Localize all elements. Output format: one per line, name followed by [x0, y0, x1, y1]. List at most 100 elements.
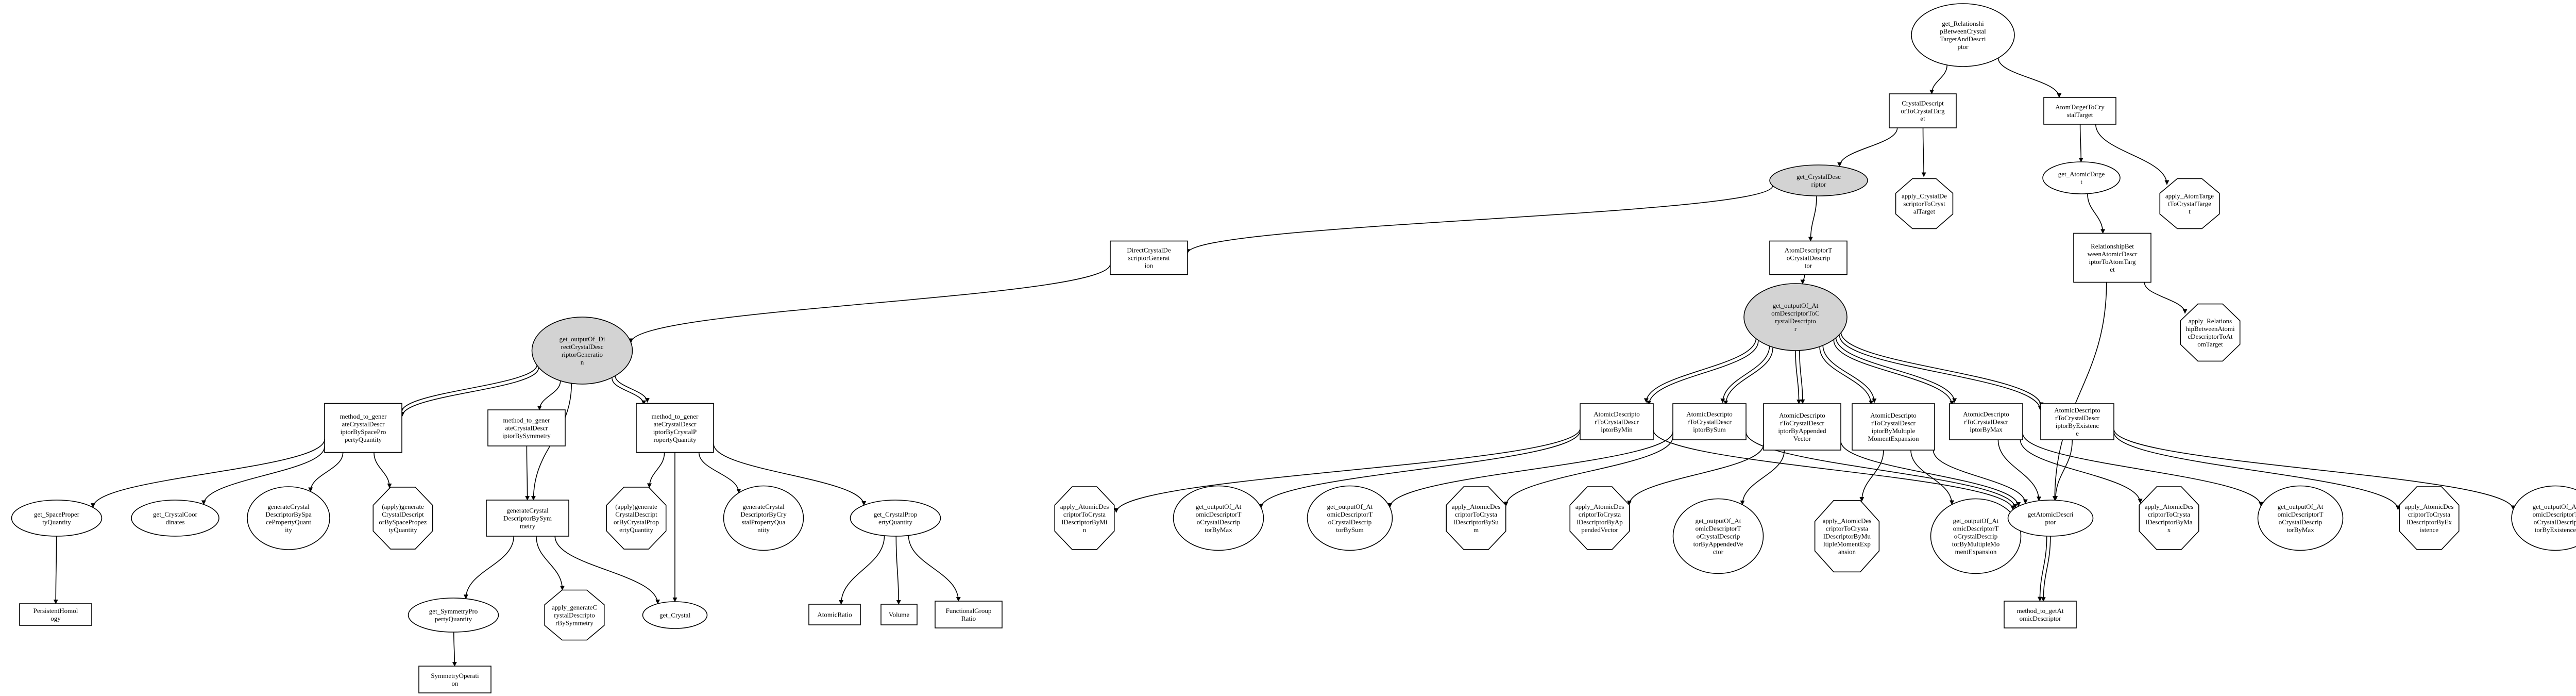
node-ellipse: [408, 598, 499, 633]
node-label-line: ogy: [50, 615, 61, 622]
node-label-line: iptorBySymmetry: [502, 432, 551, 440]
node-label-line: tyQuantity: [42, 518, 71, 526]
node-label-line: get_CrystalCoor: [153, 510, 198, 518]
edge-gat-to-rbad: [2087, 193, 2106, 234]
node-label: get_Crystal: [659, 611, 690, 619]
node-octagon: [1569, 486, 1630, 550]
node-label-line: omicDescriptor: [2020, 615, 2062, 622]
node-label-line: rToCrystalDescr: [1687, 418, 1732, 426]
node-label-line: apply_AtomicDes: [2145, 503, 2194, 510]
node-label-line: method_to_gener: [503, 417, 551, 424]
node-label-line: get_outputOf_Di: [560, 335, 605, 343]
node-label-line: ptor: [1958, 43, 1969, 51]
node-label-line: AtomTargetToCry: [2055, 103, 2105, 111]
node-ellipse: [1307, 485, 1393, 551]
node-label-line: criptorToCrysta: [2408, 510, 2450, 518]
node-label-line: criptorToCrysta: [1455, 510, 1497, 518]
node-ellipse: [531, 317, 633, 385]
node-label-line: CrystalDescript: [1902, 100, 1944, 107]
node-ellipse: [1672, 498, 1764, 574]
edge-mtg_sp-to-gen_sp: [308, 452, 344, 492]
node-label-line: generateCrystal: [506, 507, 549, 515]
node-label-line: oCrystalDescrip: [1197, 518, 1240, 526]
node-label-line: rToCrystalDescr: [2055, 414, 2099, 422]
node-label-line: AtomicDescripto: [2054, 406, 2100, 414]
edge-adc_ext-to-go_ext: [2113, 429, 2516, 510]
node-label-line: omicDescriptorT: [1196, 510, 1242, 518]
node-ellipse: [1173, 485, 1264, 551]
node-label-line: torBySum: [1336, 526, 1363, 534]
node-label-line: torByMax: [2286, 526, 2314, 534]
node-ellipse: [850, 500, 941, 537]
node-label-line: apply_AtomicDes: [2405, 503, 2454, 510]
node-ellipse: [642, 601, 708, 629]
node-label-line: m: [1473, 526, 1479, 534]
node-box: [1769, 240, 1848, 275]
node-label-line: riptorGeneratio: [562, 351, 603, 358]
node-gcrys[interactable]: get_Crystal: [642, 601, 708, 629]
node-ar[interactable]: AtomicRatio: [808, 604, 861, 625]
node-vol[interactable]: Volume: [880, 604, 918, 625]
node-label-line: get_outputOf_At: [1327, 503, 1373, 510]
node-label-line: torByMax: [1205, 526, 1232, 534]
node-label-line: ntity: [757, 526, 770, 534]
